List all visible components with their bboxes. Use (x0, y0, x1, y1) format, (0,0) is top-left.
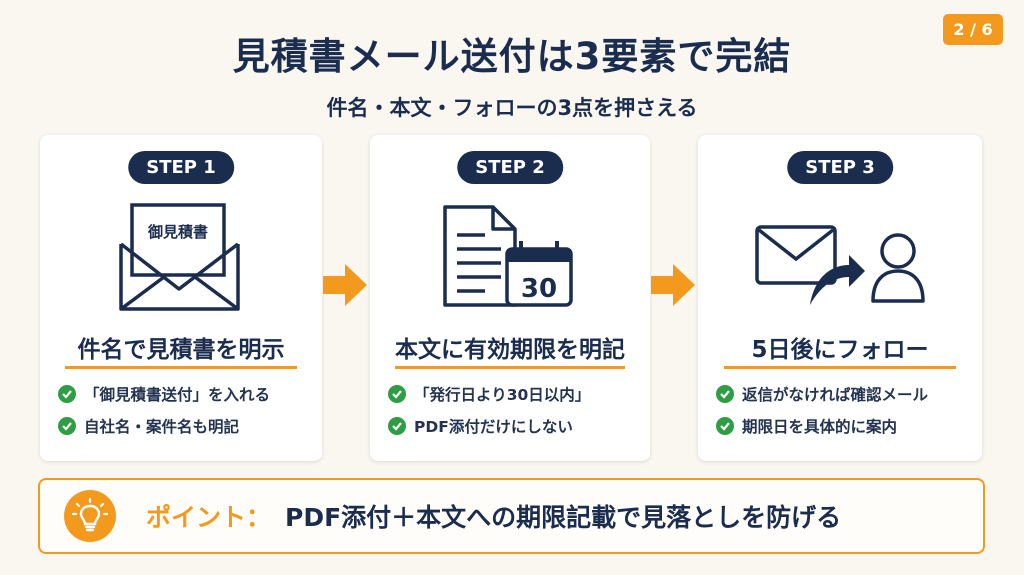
step-badge: STEP 2 (457, 151, 563, 184)
step-heading: 本文に有効期限を明記 (395, 337, 625, 363)
item-text: 「御見積書送付」を入れる (84, 386, 271, 404)
check-icon (58, 385, 76, 403)
step-card-1: STEP 1 御見積書 件名で見積書を明示 「御見積書送付」を入れる 自社名・案… (40, 135, 322, 461)
step-badge: STEP 3 (787, 151, 893, 184)
list-item: 「御見積書送付」を入れる (58, 383, 312, 405)
check-icon (388, 417, 406, 435)
slide-subtitle: 件名・本文・フォローの3点を押さえる (326, 96, 698, 120)
page-indicator: 2 / 6 (943, 14, 1003, 45)
list-item: PDF添付だけにしない (388, 415, 640, 437)
point-label: ポイント： (146, 503, 272, 532)
heading-underline (65, 366, 297, 369)
lightbulb-icon (64, 490, 116, 542)
point-callout: ポイント： PDF添付＋本文への期限記載で見落としを防げる (38, 478, 985, 554)
arrow-right-icon (323, 264, 367, 306)
heading-underline (395, 366, 625, 369)
step-badge: STEP 1 (128, 151, 234, 184)
heading-underline (723, 366, 957, 369)
list-item: 期限日を具体的に案内 (716, 415, 972, 437)
item-text: PDF添付だけにしない (414, 418, 573, 436)
step-heading: 5日後にフォロー (751, 337, 929, 363)
arrow-right-icon (651, 264, 695, 306)
item-text: 自社名・案件名も明記 (84, 418, 240, 436)
slide-title: 見積書メール送付は3要素で完結 (232, 35, 792, 78)
list-item: 返信がなければ確認メール (716, 383, 972, 405)
check-icon (716, 385, 734, 403)
point-text: PDF添付＋本文への期限記載で見落としを防げる (285, 503, 842, 532)
document-calendar-icon: 30 (370, 197, 650, 317)
step-card-2: STEP 2 30 本文に有効期限を明記 「発行日より30日以内」 PDF添付だ… (370, 135, 650, 461)
list-item: 自社名・案件名も明記 (58, 415, 312, 437)
mail-forward-person-icon (698, 197, 982, 317)
step-heading: 件名で見積書を明示 (77, 337, 285, 363)
item-text: 返信がなければ確認メール (742, 386, 929, 404)
check-icon (716, 417, 734, 435)
list-item: 「発行日より30日以内」 (388, 383, 640, 405)
calendar-date: 30 (521, 274, 557, 304)
item-text: 期限日を具体的に案内 (742, 418, 898, 436)
check-icon (58, 417, 76, 435)
check-icon (388, 385, 406, 403)
step-card-3: STEP 3 5日後にフォロー 返信がなければ確認メール 期限日を具体的に案内 (698, 135, 982, 461)
item-text: 「発行日より30日以内」 (414, 386, 591, 404)
envelope-label: 御見積書 (147, 223, 208, 241)
envelope-document-icon: 御見積書 (40, 197, 322, 317)
